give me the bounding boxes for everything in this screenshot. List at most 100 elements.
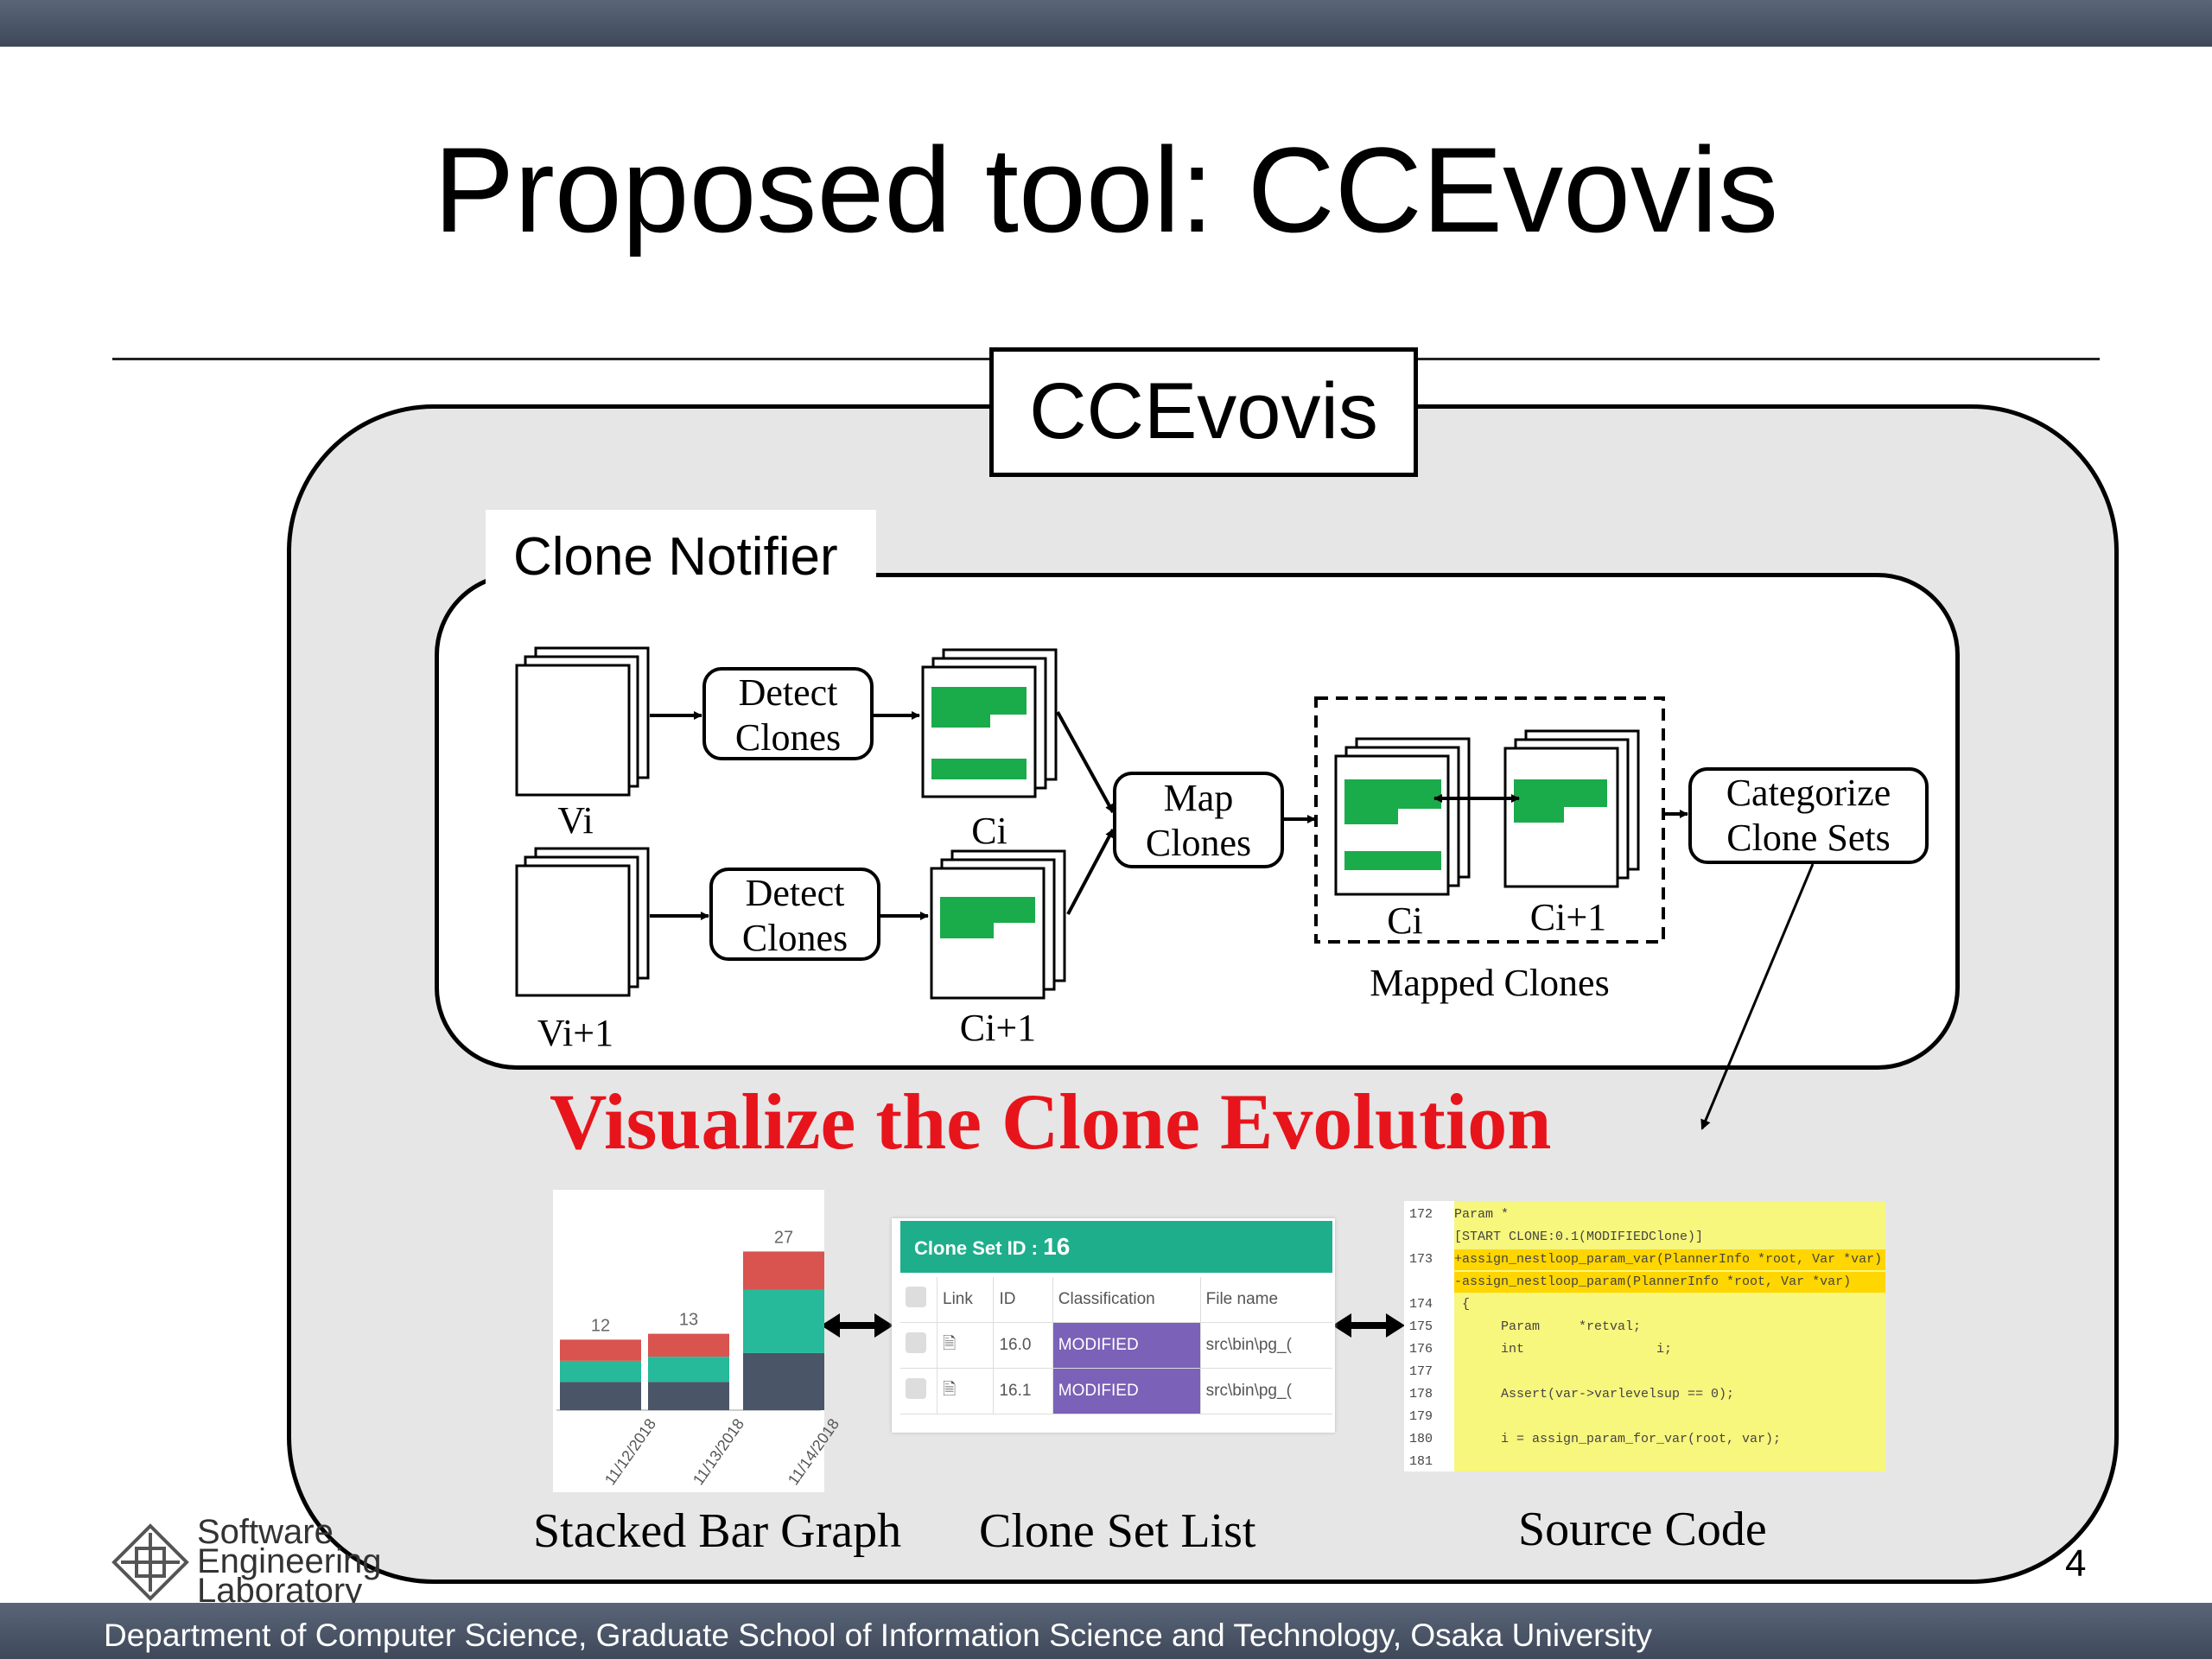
column-header-classification: Classification bbox=[1052, 1277, 1201, 1323]
bar-segment bbox=[743, 1352, 824, 1410]
bar-segment bbox=[560, 1382, 641, 1410]
clones-label-line: Clones bbox=[734, 716, 842, 759]
line-number-gutter bbox=[1404, 1201, 1454, 1471]
ci1-label: Ci+1 bbox=[959, 1007, 1037, 1049]
line-number: 175 bbox=[1409, 1319, 1433, 1334]
vi-label: Vi bbox=[557, 799, 594, 842]
link-cell[interactable]: 🗎 bbox=[936, 1322, 994, 1369]
map-clones-label: Map Clones bbox=[1115, 776, 1282, 866]
arrow-head-right bbox=[1386, 1313, 1405, 1338]
clone-fragment bbox=[1344, 779, 1441, 809]
source-code-panel: 172 Param * [START CLONE:0.1(MODIFIEDClone… bbox=[1404, 1201, 1885, 1471]
page-number: 4 bbox=[2065, 1542, 2087, 1585]
code-line: Assert(var->varlevelsup == 0); bbox=[1454, 1387, 1735, 1402]
detect-clones-label-1: Detect Clones bbox=[704, 671, 872, 760]
vi-documents bbox=[515, 646, 650, 797]
top-bar bbox=[0, 0, 2212, 47]
document-link-icon[interactable]: 🗎 bbox=[943, 1335, 957, 1353]
line-number: 173 bbox=[1409, 1252, 1433, 1267]
logo-line: Laboratory bbox=[197, 1572, 363, 1610]
arrow-head-left bbox=[821, 1313, 840, 1338]
bar-segment bbox=[743, 1251, 824, 1290]
arrow-head-left bbox=[1332, 1313, 1351, 1338]
detect-clones-label-2: Detect Clones bbox=[711, 871, 879, 961]
bar-segment bbox=[648, 1382, 729, 1410]
table-row[interactable]: 🗎 16.1 MODIFIED src\bin\pg_( bbox=[900, 1368, 1332, 1414]
bar-segment bbox=[648, 1333, 729, 1357]
caption-source-code: Source Code bbox=[1518, 1503, 1767, 1556]
map-clones-box bbox=[1113, 772, 1284, 868]
slide-title: Proposed tool: CCEvovis bbox=[433, 122, 1779, 257]
detect-label-line: Detect bbox=[745, 872, 845, 914]
map-label-line: Map bbox=[1163, 777, 1234, 819]
line-number: 180 bbox=[1409, 1432, 1433, 1446]
code-line: +assign_nestloop_param_var(PlannerInfo *… bbox=[1454, 1249, 1885, 1270]
bottom-bar bbox=[0, 1603, 2212, 1659]
code-line: Param *retval; bbox=[1454, 1319, 1642, 1334]
id-cell: 16.0 bbox=[993, 1322, 1053, 1369]
arrow-head-right bbox=[874, 1313, 893, 1338]
clone-fragment bbox=[931, 759, 1027, 779]
bar-segment bbox=[560, 1339, 641, 1361]
logo-line: Software bbox=[197, 1513, 334, 1551]
caption-stacked-bar-graph: Stacked Bar Graph bbox=[533, 1504, 902, 1558]
footer-text: Department of Computer Science, Graduate… bbox=[104, 1618, 1653, 1653]
clone-set-header: Clone Set ID : 16 bbox=[900, 1221, 1332, 1273]
code-line: -assign_nestloop_param(PlannerInfo *root… bbox=[1454, 1272, 1885, 1293]
caption-clone-set-list: Clone Set List bbox=[979, 1504, 1256, 1558]
detect-clones-box-2 bbox=[709, 868, 880, 961]
code-line: [START CLONE:0.1(MODIFIEDClone)] bbox=[1454, 1230, 1704, 1244]
line-number: 181 bbox=[1409, 1454, 1433, 1469]
id-cell: 16.1 bbox=[993, 1368, 1053, 1414]
clone-fragment bbox=[1344, 805, 1398, 824]
clone-set-table: Link ID Classification File name 🗎 16.0 … bbox=[900, 1277, 1332, 1414]
table-row[interactable]: 🗎 16.0 MODIFIED src\bin\pg_( bbox=[900, 1322, 1332, 1369]
clone-fragment bbox=[1514, 779, 1607, 807]
classification-badge: MODIFIED bbox=[1052, 1368, 1201, 1414]
clone-set-id: 16 bbox=[1043, 1233, 1071, 1260]
column-header-file-name: File name bbox=[1199, 1277, 1332, 1323]
clone-set-header-label: Clone Set ID : bbox=[914, 1237, 1044, 1259]
vi1-label: Vi+1 bbox=[537, 1012, 614, 1054]
detect-label-line: Detect bbox=[738, 671, 838, 714]
bar-total-label: 12 bbox=[591, 1316, 610, 1335]
code-line: int i; bbox=[1454, 1342, 1673, 1357]
line-number: 174 bbox=[1409, 1297, 1433, 1312]
row-select-cell bbox=[900, 1368, 938, 1414]
clone-fragment bbox=[931, 710, 990, 728]
line-number: 172 bbox=[1409, 1207, 1433, 1222]
ci1-documents bbox=[930, 849, 1066, 1000]
file-name-cell: src\bin\pg_( bbox=[1199, 1368, 1332, 1414]
line-number: 178 bbox=[1409, 1387, 1433, 1402]
row-select-cell bbox=[900, 1322, 938, 1369]
column-header-id: ID bbox=[993, 1277, 1053, 1323]
code-line: Param * bbox=[1454, 1207, 1510, 1222]
clones-label-line: Clones bbox=[1145, 822, 1252, 864]
checkbox[interactable] bbox=[906, 1332, 926, 1353]
mapped-clones-box bbox=[1314, 696, 1665, 944]
lab-logo-text: Software Engineering Laboratory bbox=[197, 1513, 382, 1610]
bar-total-label: 27 bbox=[774, 1228, 793, 1247]
table-header-row: Link ID Classification File name bbox=[900, 1277, 1332, 1323]
clone-fragment bbox=[1344, 851, 1441, 870]
ci-label: Ci bbox=[971, 810, 1007, 852]
categorize-label: Categorize Clone Sets bbox=[1690, 771, 1927, 861]
checkbox[interactable] bbox=[906, 1287, 926, 1307]
bar-total-label: 13 bbox=[679, 1311, 698, 1330]
code-body bbox=[1454, 1201, 1885, 1471]
select-all-cell bbox=[900, 1277, 938, 1323]
logo-line: Engineering bbox=[197, 1542, 382, 1580]
categorize-box bbox=[1688, 767, 1929, 864]
checkbox[interactable] bbox=[906, 1378, 926, 1399]
x-tick-label: 11/12/2018 bbox=[601, 1415, 659, 1488]
bar-segment bbox=[560, 1360, 641, 1382]
ccevovis-label: CCEvovis bbox=[989, 347, 1418, 477]
bar-segment bbox=[648, 1357, 729, 1382]
clone-notifier-label: Clone Notifier bbox=[486, 510, 876, 601]
file-name-cell: src\bin\pg_( bbox=[1199, 1322, 1332, 1369]
link-cell[interactable]: 🗎 bbox=[936, 1368, 994, 1414]
document-link-icon[interactable]: 🗎 bbox=[943, 1381, 957, 1399]
